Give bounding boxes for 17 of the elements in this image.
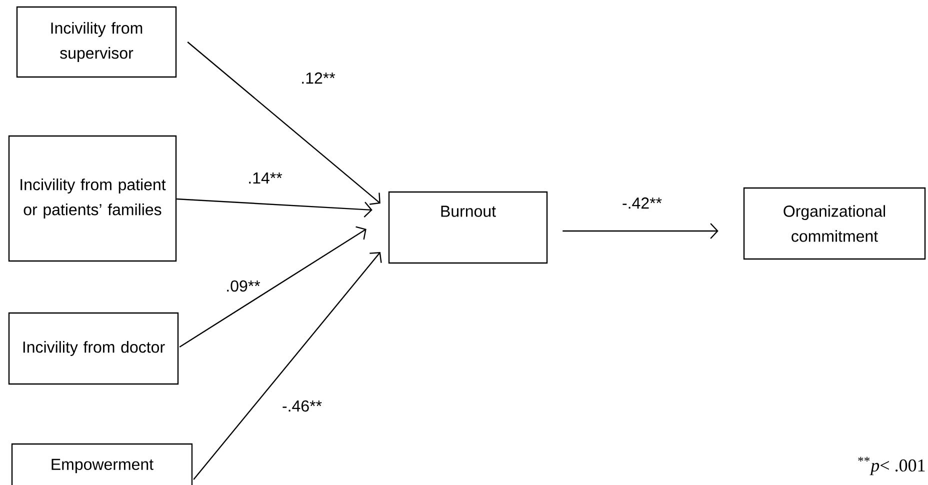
box: Incivility from doctor (8, 312, 179, 385)
box: Incivility from supervisor (16, 6, 177, 78)
arrow (179, 226, 366, 348)
footnote: $^{**}$p< .001 (858, 456, 925, 476)
edge-label: -.46** (281, 399, 324, 413)
box: Burnout (388, 191, 548, 264)
box: Incivility from patient or patients’ families (8, 135, 177, 262)
arrow (193, 252, 382, 480)
box: Organizational commitment (743, 187, 926, 260)
edge-label: -.42** (621, 196, 664, 210)
arrow (176, 198, 372, 218)
arrow (187, 42, 380, 205)
edge-label: .09** (224, 279, 262, 293)
edge-label: .14** (246, 172, 284, 184)
arrow (562, 223, 718, 239)
edge-label: .12** (300, 71, 336, 85)
box: Empowerment (11, 443, 193, 485)
